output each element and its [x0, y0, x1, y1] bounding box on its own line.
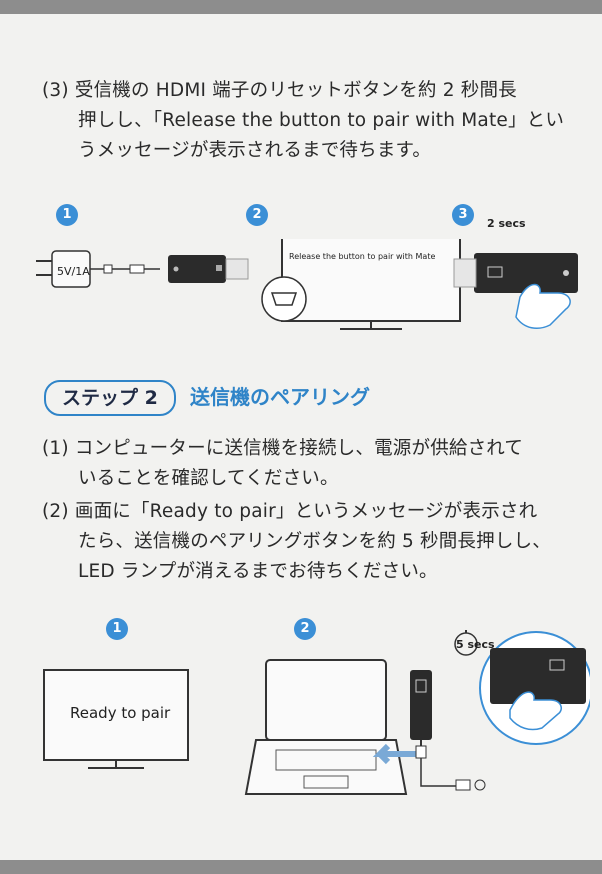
- receiver-closeup-icon: [453, 253, 578, 293]
- tv-message-ready: Ready to pair: [70, 704, 171, 722]
- step3-paragraph: (3) 受信機の HDMI 端子のリセットボタンを約 2 秒間長 押しし、「Re…: [42, 76, 572, 166]
- connect-arrow-icon: [372, 743, 416, 765]
- step-2-title: 送信機のペアリング: [190, 385, 370, 409]
- tv-ready-icon: [43, 669, 189, 769]
- step2-item2-paragraph: (2) 画面に「Ready to pair」というメッセージが表示され たら、送…: [42, 497, 572, 587]
- tv-monitor-icon: [281, 239, 461, 330]
- hdmi-port-icon: [261, 276, 307, 322]
- pairing-transmitter-illustration: [43, 630, 590, 795]
- laptop-icon: [244, 659, 408, 795]
- timer-label-2secs: 2 secs: [487, 217, 526, 230]
- item2-line-1: (2) 画面に「Ready to pair」というメッセージが表示され: [42, 501, 538, 522]
- step3-line-3: うメッセージが表示されるまで待ちます。: [78, 140, 432, 161]
- pairing-receiver-illustration: [36, 239, 578, 330]
- transmitter-dongle-icon: [410, 670, 486, 791]
- scan-border-bottom: [0, 860, 602, 874]
- illustration1-badge-3: 3: [452, 204, 474, 226]
- power-adapter-icon: [36, 250, 160, 288]
- step3-line-1: (3) 受信機の HDMI 端子のリセットボタンを約 2 秒間長: [42, 80, 517, 101]
- timer-5secs-icon: [454, 630, 478, 656]
- manual-page: (3) 受信機の HDMI 端子のリセットボタンを約 2 秒間長 押しし、「Re…: [0, 14, 602, 860]
- illustration1-badge-1: 1: [56, 204, 78, 226]
- item2-line-2: たら、送信機のペアリングボタンを約 5 秒間長押しし、: [78, 531, 551, 552]
- tv-message-release: Release the button to pair with Mate: [289, 252, 436, 261]
- item1-line-2: いることを確認してください。: [78, 468, 339, 489]
- step-2-badge: ステップ 2: [44, 380, 176, 416]
- item2-line-3: LED ランプが消えるまでお待ちください。: [78, 561, 438, 582]
- illustration1-badge-2: 2: [246, 204, 268, 226]
- scan-border-top: [0, 0, 602, 14]
- hand-press-icon: [515, 283, 571, 330]
- timer-label-5secs: 5 secs: [456, 638, 495, 651]
- step3-line-2: 押しし、「Release the button to pair with Mat…: [78, 110, 565, 131]
- step2-item1-paragraph: (1) コンピューターに送信機を接続し、電源が供給されて いることを確認してくだ…: [42, 434, 572, 494]
- illustration2-badge-2: 2: [294, 618, 316, 640]
- receiver-dongle-icon: [168, 255, 249, 283]
- illustration2-badge-1: 1: [106, 618, 128, 640]
- item1-line-1: (1) コンピューターに送信機を接続し、電源が供給されて: [42, 438, 524, 459]
- charger-label: 5V/1A: [57, 265, 90, 278]
- transmitter-closeup-icon: [479, 631, 590, 745]
